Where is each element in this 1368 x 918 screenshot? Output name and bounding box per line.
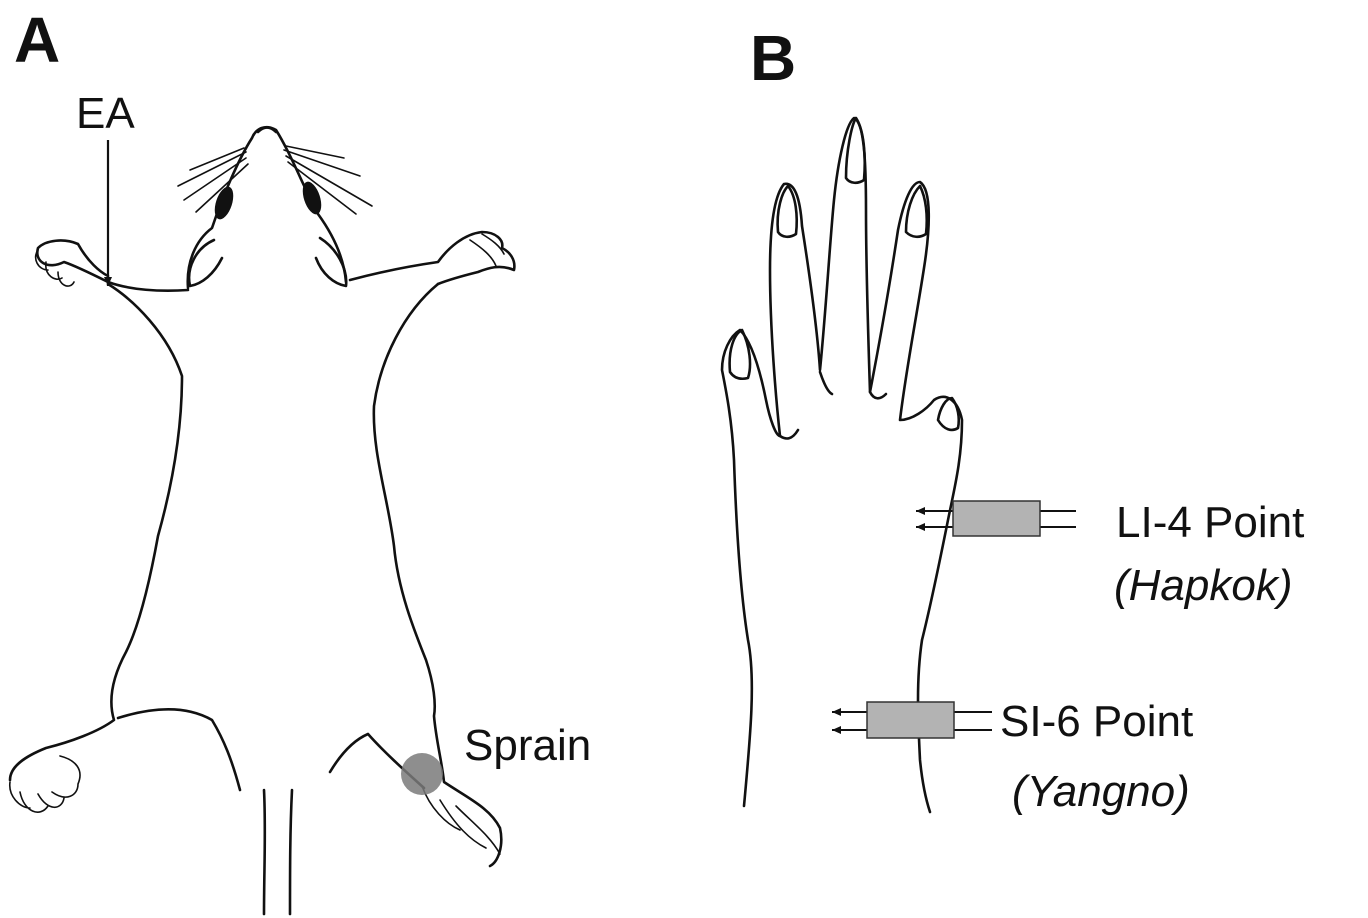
rat-tail-right-edge [290,790,292,914]
li4-point-label: LI-4 Point [1116,498,1304,547]
panel-a: A EA [10,4,591,914]
rat-whiskers [178,146,372,214]
rat-left-hip [118,709,240,790]
panel-b: B LI-4 Point (Hapkok) [722,22,1304,816]
panel-a-letter: A [14,4,60,76]
si6-electrode [832,702,992,738]
rat-left-hindpaw [10,756,80,812]
sprain-label: Sprain [464,721,591,770]
ea-label: EA [76,89,135,138]
sprain-marker [401,753,443,795]
rat-left-forelimb [37,241,188,291]
rat-illustration [10,127,515,914]
si6-point-alias: (Yangno) [1012,767,1190,816]
panel-b-letter: B [750,22,796,94]
rat-right-ear [316,238,346,286]
rat-body-left-side [10,284,182,780]
rat-tail-left-edge [264,790,265,914]
finger-gap-3 [870,392,886,398]
si6-point-label: SI-6 Point [1000,697,1193,746]
finger-gap-1 [780,430,798,438]
rat-left-ear [189,240,222,286]
nail-5 [938,398,959,430]
rat-nose [258,128,276,133]
finger-gap-2 [820,372,832,394]
nail-2 [778,186,797,237]
li4-electrode [916,501,1076,536]
rat-right-hindpaw [422,786,500,854]
li4-point-alias: (Hapkok) [1114,561,1293,610]
rat-head-outline [188,127,346,288]
rat-left-forepaw-toes [36,250,74,286]
